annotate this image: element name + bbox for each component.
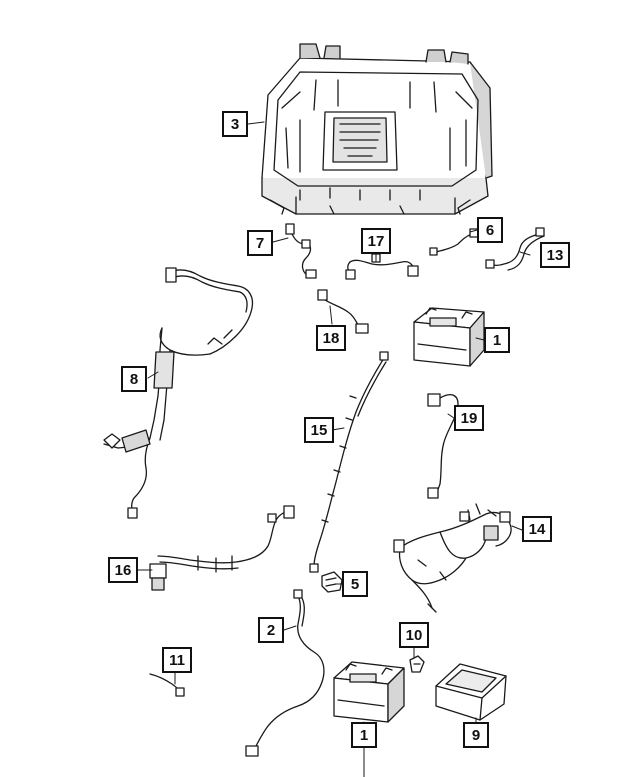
callout-15: 15	[304, 417, 334, 443]
battery-12v-bottom-part	[333, 661, 405, 723]
cable-part-6	[429, 228, 480, 256]
callout-6: 6	[477, 217, 503, 243]
callout-16: 16	[108, 557, 138, 583]
battery-pack-part	[261, 43, 493, 215]
battery-tray-part-9	[435, 663, 507, 721]
leader-lines	[137, 121, 531, 777]
callout-10: 10	[399, 622, 429, 648]
callout-18: 18	[316, 325, 346, 351]
callout-7: 7	[247, 230, 273, 256]
callout-5: 5	[342, 571, 368, 597]
harness-part-19	[427, 393, 459, 499]
bracket-part-10	[409, 655, 425, 673]
cable-part-15	[309, 351, 389, 573]
harness-part-17	[345, 253, 419, 280]
callout-19: 19	[454, 405, 484, 431]
callout-9: 9	[463, 722, 489, 748]
battery-12v-top-part	[413, 307, 485, 367]
harness-part-7	[285, 223, 317, 279]
callout-17: 17	[361, 228, 391, 254]
callout-8: 8	[121, 366, 147, 392]
harness-part-18	[317, 289, 369, 334]
callout-3: 3	[222, 111, 248, 137]
harness-part-14	[393, 503, 512, 613]
harness-part-16	[149, 505, 295, 591]
cable-part-13	[485, 227, 545, 271]
callout-14: 14	[522, 516, 552, 542]
connector-part-5	[321, 571, 343, 593]
cable-part-2	[245, 589, 325, 757]
callout-13: 13	[540, 242, 570, 268]
callout-11: 11	[162, 647, 192, 673]
sensor-part-11	[149, 673, 185, 697]
callout-1-top: 1	[484, 327, 510, 353]
callout-1-bottom: 1	[351, 722, 377, 748]
harness-part-8	[103, 267, 254, 519]
callout-2: 2	[258, 617, 284, 643]
